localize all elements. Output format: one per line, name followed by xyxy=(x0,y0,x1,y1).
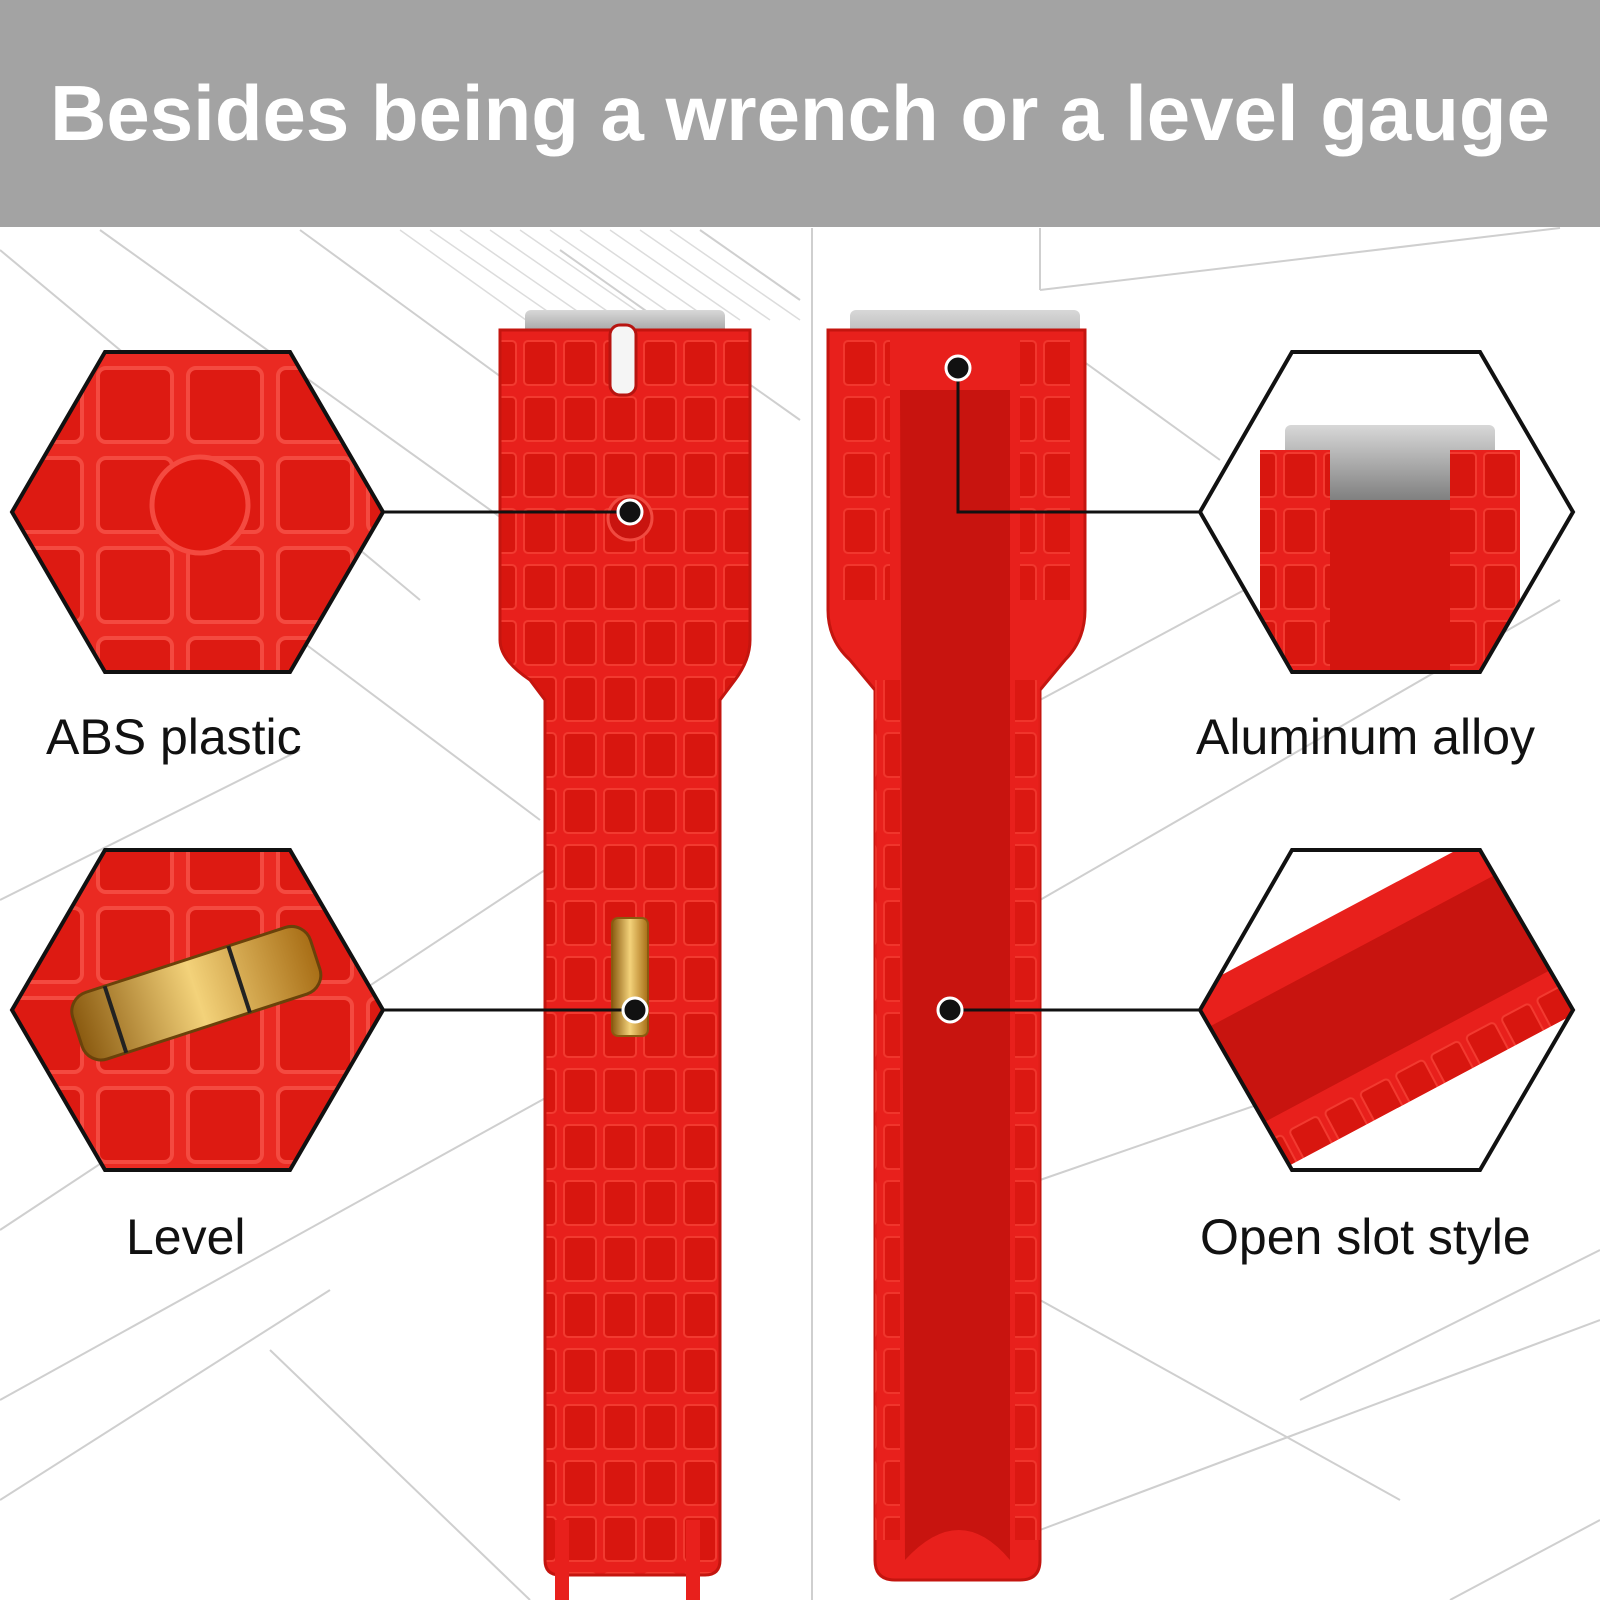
header-title: Besides being a wrench or a level gauge xyxy=(50,69,1550,157)
leader-dots xyxy=(616,354,972,1024)
hex-callout-aluminum-alloy xyxy=(1197,350,1576,674)
hex-callout-open-slot xyxy=(1197,848,1576,1172)
label-level: Level xyxy=(126,1209,246,1265)
wrench-tool-back xyxy=(826,310,1087,1582)
label-abs-plastic: ABS plastic xyxy=(46,709,302,765)
leader-lines xyxy=(383,368,1200,1012)
hex-callout-abs-plastic xyxy=(9,350,386,674)
header-banner: Besides being a wrench or a level gauge xyxy=(0,0,1600,227)
label-open-slot-style: Open slot style xyxy=(1200,1209,1531,1265)
background-hatching xyxy=(399,229,801,331)
label-aluminum-alloy: Aluminum alloy xyxy=(1196,709,1536,765)
hex-callout-level xyxy=(9,848,386,1172)
